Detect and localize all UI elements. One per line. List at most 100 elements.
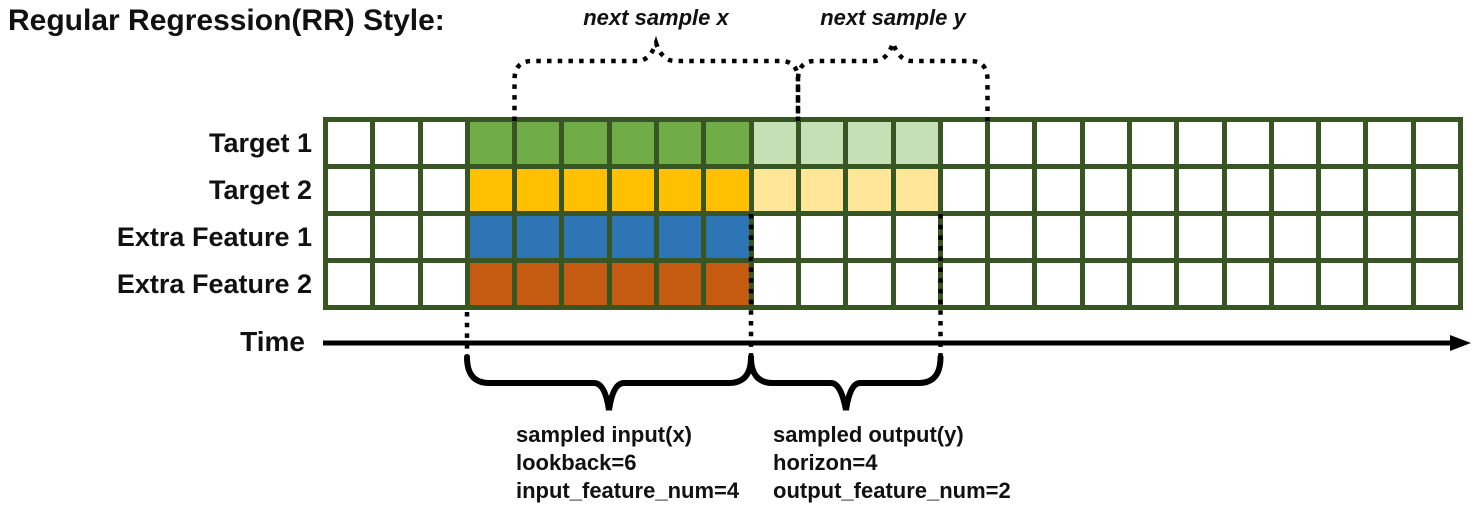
grid-cell bbox=[1368, 263, 1411, 305]
time-arrow-head bbox=[1450, 335, 1471, 351]
grid-cell bbox=[564, 122, 607, 164]
grid-cell bbox=[942, 122, 986, 164]
grid-cell bbox=[422, 122, 465, 164]
grid-cell bbox=[1226, 263, 1269, 305]
grid-cell bbox=[942, 263, 986, 305]
grid-cell bbox=[1273, 216, 1317, 258]
grid-cell bbox=[990, 263, 1033, 305]
grid-cell bbox=[1273, 263, 1317, 305]
grid-cell bbox=[1084, 122, 1127, 164]
grid-cell bbox=[1226, 169, 1269, 211]
grid-cell bbox=[611, 122, 655, 164]
horizon-value: horizon=4 bbox=[773, 450, 878, 475]
grid-cell bbox=[990, 216, 1033, 258]
grid-cell bbox=[469, 216, 513, 258]
grid-cell bbox=[659, 263, 702, 305]
grid-cell bbox=[990, 169, 1033, 211]
grid-cell bbox=[375, 169, 418, 211]
grid-cell bbox=[753, 263, 796, 305]
grid-cell bbox=[1131, 169, 1175, 211]
row-label-extra-feature-2: Extra Feature 2 bbox=[116, 269, 312, 299]
grid-cell bbox=[1084, 169, 1127, 211]
next-sample-y-label: next sample y bbox=[820, 5, 966, 30]
grid-cell bbox=[375, 216, 418, 258]
grid-cell bbox=[800, 169, 844, 211]
grid-cell bbox=[469, 263, 513, 305]
grid-cell bbox=[659, 122, 702, 164]
grid-cell bbox=[564, 216, 607, 258]
row-label-extra-feature-1: Extra Feature 1 bbox=[116, 222, 312, 252]
grid-cell bbox=[564, 169, 607, 211]
grid-cell bbox=[328, 169, 371, 211]
grid-cell bbox=[1321, 169, 1364, 211]
grid-cell bbox=[942, 216, 986, 258]
grid-cell bbox=[1131, 263, 1175, 305]
grid-cell bbox=[706, 122, 749, 164]
grid-cell bbox=[611, 263, 655, 305]
grid-cell bbox=[564, 263, 607, 305]
time-axis-label: Time bbox=[240, 326, 305, 357]
grid-cell bbox=[659, 216, 702, 258]
grid-cell bbox=[422, 169, 465, 211]
grid-cell bbox=[895, 122, 938, 164]
grid-cell bbox=[328, 122, 371, 164]
grid-cell bbox=[328, 263, 371, 305]
grid-cell bbox=[1273, 169, 1317, 211]
lookback-value: lookback=6 bbox=[516, 450, 637, 475]
grid-cell bbox=[848, 122, 891, 164]
grid-cell bbox=[800, 216, 844, 258]
grid-cell bbox=[375, 122, 418, 164]
grid-cell bbox=[1273, 122, 1317, 164]
grid-cell bbox=[422, 263, 465, 305]
grid-cell bbox=[1131, 216, 1175, 258]
grid-cell bbox=[1179, 169, 1222, 211]
grid-cell bbox=[611, 169, 655, 211]
grid-cell bbox=[469, 169, 513, 211]
grid-cell bbox=[990, 122, 1033, 164]
grid-cell bbox=[800, 263, 844, 305]
input-feature-num-value: input_feature_num=4 bbox=[516, 478, 740, 503]
grid-cell bbox=[706, 169, 749, 211]
grid-cell bbox=[895, 263, 938, 305]
sampled-output-brace bbox=[748, 354, 944, 411]
sampled-output-annotation: sampled output(y) horizon=4 output_featu… bbox=[773, 421, 1011, 505]
grid-cell bbox=[1179, 216, 1222, 258]
grid-cell bbox=[517, 216, 560, 258]
sampled-input-title: sampled input(x) bbox=[516, 422, 693, 447]
grid-cell bbox=[328, 216, 371, 258]
grid-cell bbox=[1037, 216, 1080, 258]
grid-cell bbox=[517, 122, 560, 164]
grid-cell bbox=[1415, 263, 1458, 305]
grid-cell bbox=[753, 169, 796, 211]
grid-cell bbox=[375, 263, 418, 305]
grid-cell bbox=[1037, 122, 1080, 164]
grid-cell bbox=[1321, 263, 1364, 305]
sampled-input-annotation: sampled input(x) lookback=6 input_featur… bbox=[516, 421, 739, 505]
grid-cell bbox=[753, 122, 796, 164]
row-label-target-2: Target 2 bbox=[208, 175, 312, 205]
grid-cell bbox=[469, 122, 513, 164]
grid-cell bbox=[1321, 216, 1364, 258]
row-label-target-1: Target 1 bbox=[208, 128, 312, 158]
grid-cell bbox=[517, 263, 560, 305]
grid-cell bbox=[611, 216, 655, 258]
grid-cell bbox=[1321, 122, 1364, 164]
grid-cell bbox=[800, 122, 844, 164]
grid-cell bbox=[848, 216, 891, 258]
grid-cell bbox=[1368, 169, 1411, 211]
grid-cell bbox=[895, 216, 938, 258]
grid-cell bbox=[1084, 216, 1127, 258]
grid-cell bbox=[1226, 216, 1269, 258]
grid-cell bbox=[848, 169, 891, 211]
sample-grid bbox=[323, 117, 1463, 310]
page-title: Regular Regression(RR) Style: bbox=[8, 4, 445, 37]
sampled-input-brace bbox=[464, 354, 754, 411]
grid-cell bbox=[1368, 122, 1411, 164]
next-sample-x-label: next sample x bbox=[583, 5, 729, 30]
grid-cell bbox=[1415, 169, 1458, 211]
grid-cell bbox=[1415, 216, 1458, 258]
grid-cell bbox=[895, 169, 938, 211]
grid-cell bbox=[706, 263, 749, 305]
grid-cell bbox=[1179, 122, 1222, 164]
